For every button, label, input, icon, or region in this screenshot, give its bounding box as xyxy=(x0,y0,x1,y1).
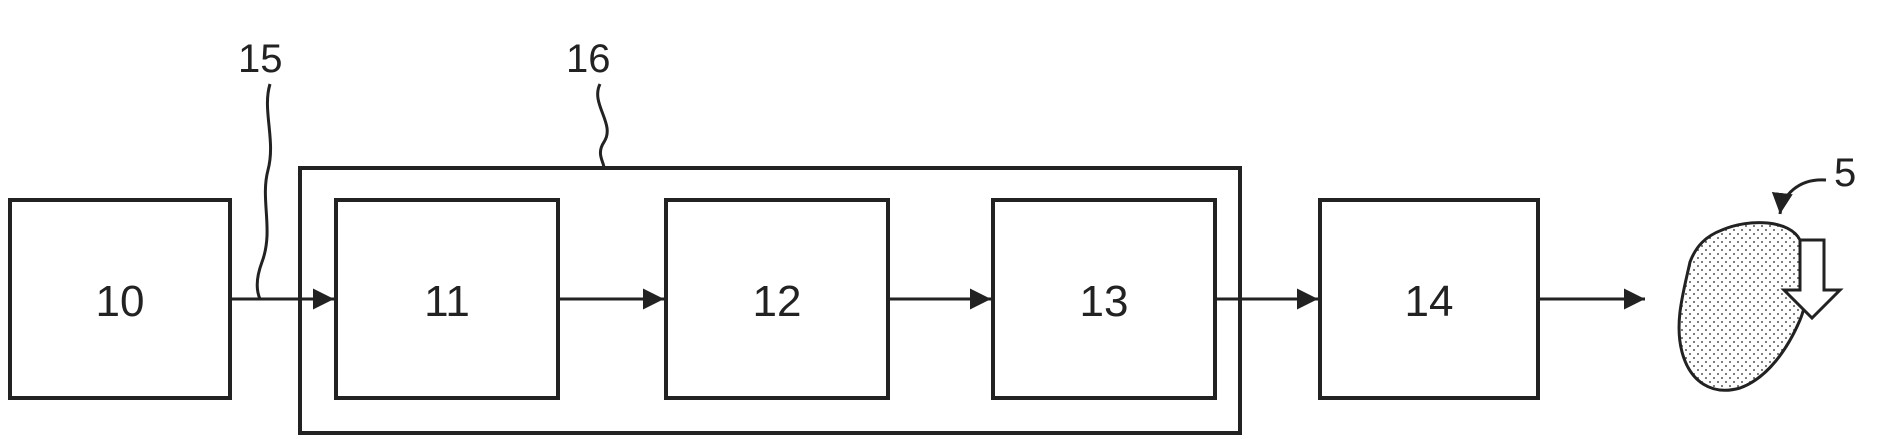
reference-5: 5 xyxy=(1834,151,1856,195)
leader-5 xyxy=(1780,180,1826,214)
block-13-label: 13 xyxy=(1080,277,1129,326)
block-10-label: 10 xyxy=(96,277,145,326)
block-14-label: 14 xyxy=(1405,277,1454,326)
stippled-blob-icon xyxy=(1679,223,1808,391)
block-12: 12 xyxy=(666,200,888,398)
block-11-label: 11 xyxy=(424,277,470,326)
leader-15 xyxy=(257,84,270,299)
block-13: 13 xyxy=(993,200,1215,398)
leader-16 xyxy=(598,84,608,168)
block-14: 14 xyxy=(1320,200,1538,398)
reference-16: 16 xyxy=(566,37,611,81)
block-10: 10 xyxy=(10,200,230,398)
block-11: 11 xyxy=(336,200,558,398)
block-12-label: 12 xyxy=(753,277,802,326)
reference-15: 15 xyxy=(238,37,283,81)
